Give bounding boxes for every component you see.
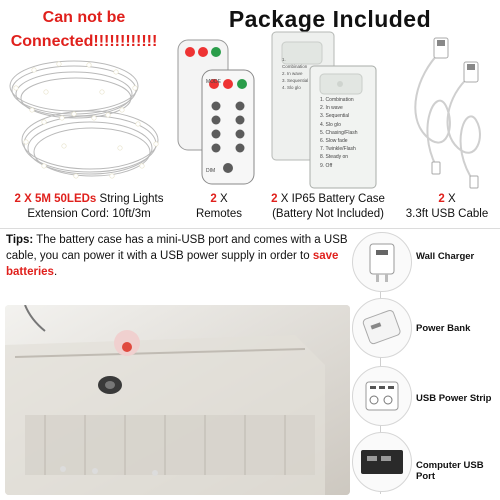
power-option-usb-power-strip xyxy=(352,366,412,426)
power-option-power-bank xyxy=(352,298,412,358)
usb-cables-image xyxy=(414,37,481,189)
battery-case-back-mode-list: 1. Combination 2. In wave 3. Sequential … xyxy=(282,57,309,90)
wall-charger-label: Wall Charger xyxy=(416,251,475,262)
power-bank-icon xyxy=(352,298,412,358)
string-lights-image xyxy=(9,60,159,179)
remotes-image xyxy=(177,39,255,185)
usb-power-strip-label: USB Power Strip xyxy=(416,393,492,404)
item-battery-case-caption: 2 X IP65 Battery Case (Battery Not Inclu… xyxy=(271,193,385,220)
tips-text: Tips: The battery case has a mini-USB po… xyxy=(6,234,348,278)
battery-cases-image xyxy=(271,31,377,189)
battery-case-closeup-image xyxy=(5,305,350,495)
power-options-connector-line xyxy=(380,232,381,494)
battery-case-mode-list: 1. Combination 2. In wave 3. Sequential … xyxy=(320,97,358,169)
computer-usb-port-icon xyxy=(352,432,412,492)
wall-charger-icon xyxy=(352,232,412,292)
power-bank-label: Power Bank xyxy=(416,323,471,334)
usb-power-strip-icon xyxy=(352,366,412,426)
item-usb-cable-caption: 2 X 3.3ft USB Cable xyxy=(405,193,489,220)
warning-text: Can not be Connected!!!!!!!!!!!! xyxy=(10,9,158,50)
computer-usb-port-label: Computer USB Port xyxy=(416,460,484,482)
power-option-wall-charger xyxy=(352,232,412,292)
item-string-lights-caption: 2 X 5M 50LEDs String Lights Extension Co… xyxy=(14,193,164,220)
power-option-computer-usb-port xyxy=(352,432,412,492)
item-remotes-caption: 2 X Remotes xyxy=(195,193,243,220)
remote-footer: DIM xyxy=(206,168,216,174)
page-title: Package Included xyxy=(228,6,432,32)
section-divider xyxy=(0,228,500,229)
remote-header: MODE xyxy=(206,79,221,85)
